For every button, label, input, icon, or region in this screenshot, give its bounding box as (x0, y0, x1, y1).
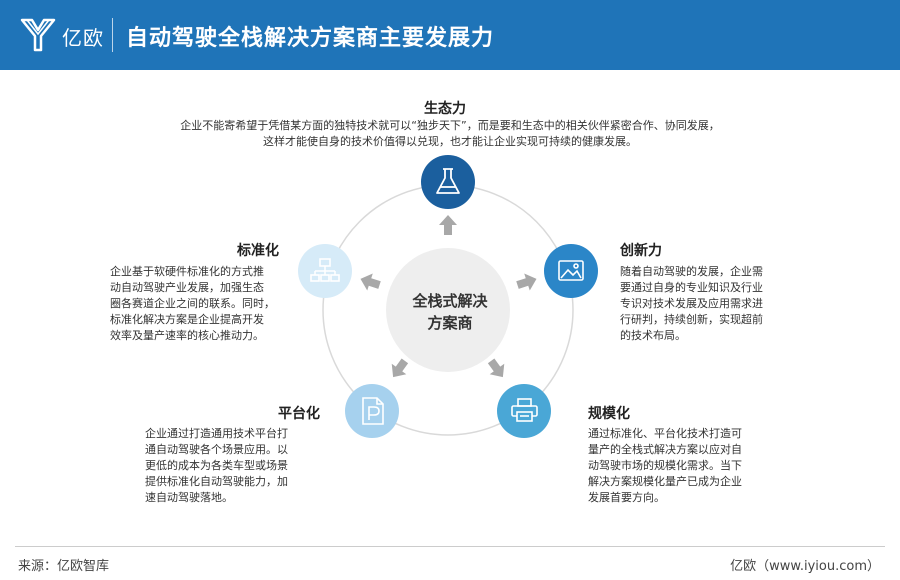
innovation-description: 随着自动驾驶的发展，企业需 要通过自身的专业知识及行业 专识对技术发展及应用需求… (620, 264, 800, 344)
standard-desc-line: 企业基于软硬件标准化的方式推 (110, 265, 264, 278)
standard-description: 企业基于软硬件标准化的方式推 动自动驾驶产业发展，加强生态 圈各赛道企业之间的联… (110, 264, 300, 344)
ecology-desc-line: 企业不能寄希望于凭借某方面的独特技术就可以“独步天下”，而是要和生态中的相关伙伴… (180, 119, 720, 132)
platform-desc-line: 企业通过打造通用技术平台打 (145, 427, 288, 440)
node-platform (345, 384, 399, 438)
scale-description: 通过标准化、平台化技术打造可 量产的全栈式解决方案以应对自 动驾驶市场的规模化需… (588, 426, 778, 506)
arrow-right-icon (516, 273, 537, 291)
node-ecology (421, 155, 475, 209)
node-standard (298, 244, 352, 298)
hierarchy-icon (310, 258, 340, 282)
scale-desc-line: 量产的全栈式解决方案以应对自 (588, 443, 742, 456)
center-label-line2: 方案商 (427, 314, 473, 332)
innovation-desc-line: 的技术布局。 (620, 329, 686, 342)
header-bar: 亿欧 自动驾驶全栈解决方案商主要发展力 (0, 0, 900, 70)
arrow-up-icon (439, 215, 457, 235)
ecology-desc-line: 这样才能使自身的技术价值得以兑现，也才能让企业实现可持续的健康发展。 (263, 135, 637, 148)
node-innovation (544, 244, 598, 298)
flask-icon (436, 168, 460, 194)
arrow-bottom-left-icon (391, 358, 409, 378)
scale-title: 规模化 (588, 406, 630, 422)
document-p-icon (362, 397, 384, 425)
standard-desc-line: 动自动驾驶产业发展，加强生态 (110, 281, 264, 294)
scale-desc-line: 解决方案规模化量产已成为企业 (588, 475, 742, 488)
platform-desc-line: 更低的成本为各类车型或场景 (145, 459, 288, 472)
picture-icon (558, 260, 584, 281)
innovation-title: 创新力 (620, 243, 662, 259)
ecology-title: 生态力 (424, 101, 466, 117)
development-diagram: 全栈式解决 方案商 生态力 企业不能寄希望于凭借某方面的独特技术就可以“独步天下… (0, 70, 900, 540)
innovation-desc-line: 专识对技术发展及应用需求进 (620, 297, 763, 310)
platform-desc-line: 提供标准化自动驾驶能力，加 (145, 475, 288, 488)
standard-desc-line: 圈各赛道企业之间的联系。同时， (110, 297, 275, 310)
center-label-line1: 全栈式解决 (412, 292, 488, 310)
printer-icon (511, 398, 538, 422)
innovation-desc-line: 随着自动驾驶的发展，企业需 (620, 265, 763, 278)
center-label: 全栈式解决 方案商 (400, 290, 500, 334)
footer-divider (15, 546, 885, 547)
platform-desc-line: 速自动驾驶落地。 (145, 491, 233, 504)
scale-desc-line: 通过标准化、平台化技术打造可 (588, 427, 742, 440)
footer-site: 亿欧（www.iyiou.com） (730, 559, 880, 574)
center-circle (386, 248, 510, 372)
footer-source: 来源：亿欧智库 (18, 559, 110, 574)
innovation-desc-line: 行研判，持续创新，实现超前 (620, 313, 763, 326)
header-divider (112, 18, 113, 52)
ecology-description: 企业不能寄希望于凭借某方面的独特技术就可以“独步天下”，而是要和生态中的相关伙伴… (150, 118, 750, 150)
scale-desc-line: 动驾驶市场的规模化需求。当下 (588, 459, 742, 472)
page-title: 自动驾驶全栈解决方案商主要发展力 (126, 26, 495, 51)
diagram-graphics (298, 155, 598, 438)
scale-desc-line: 发展首要方向。 (588, 491, 665, 504)
arrow-bottom-right-icon (487, 358, 505, 378)
innovation-desc-line: 要通过自身的专业知识及行业 (620, 281, 763, 294)
platform-title: 平台化 (278, 406, 320, 422)
node-scale (497, 384, 551, 438)
yiou-logo-icon (20, 18, 56, 52)
logo-text: 亿欧 (62, 26, 104, 50)
standard-desc-line: 效率及量产速率的核心推动力。 (110, 329, 264, 342)
platform-description: 企业通过打造通用技术平台打 通自动驾驶各个场景应用。以 更低的成本为各类车型或场… (145, 426, 325, 506)
platform-desc-line: 通自动驾驶各个场景应用。以 (145, 443, 288, 456)
standard-title: 标准化 (237, 243, 279, 259)
standard-desc-line: 标准化解决方案是企业提高开发 (110, 313, 264, 326)
arrow-left-icon (360, 273, 381, 291)
